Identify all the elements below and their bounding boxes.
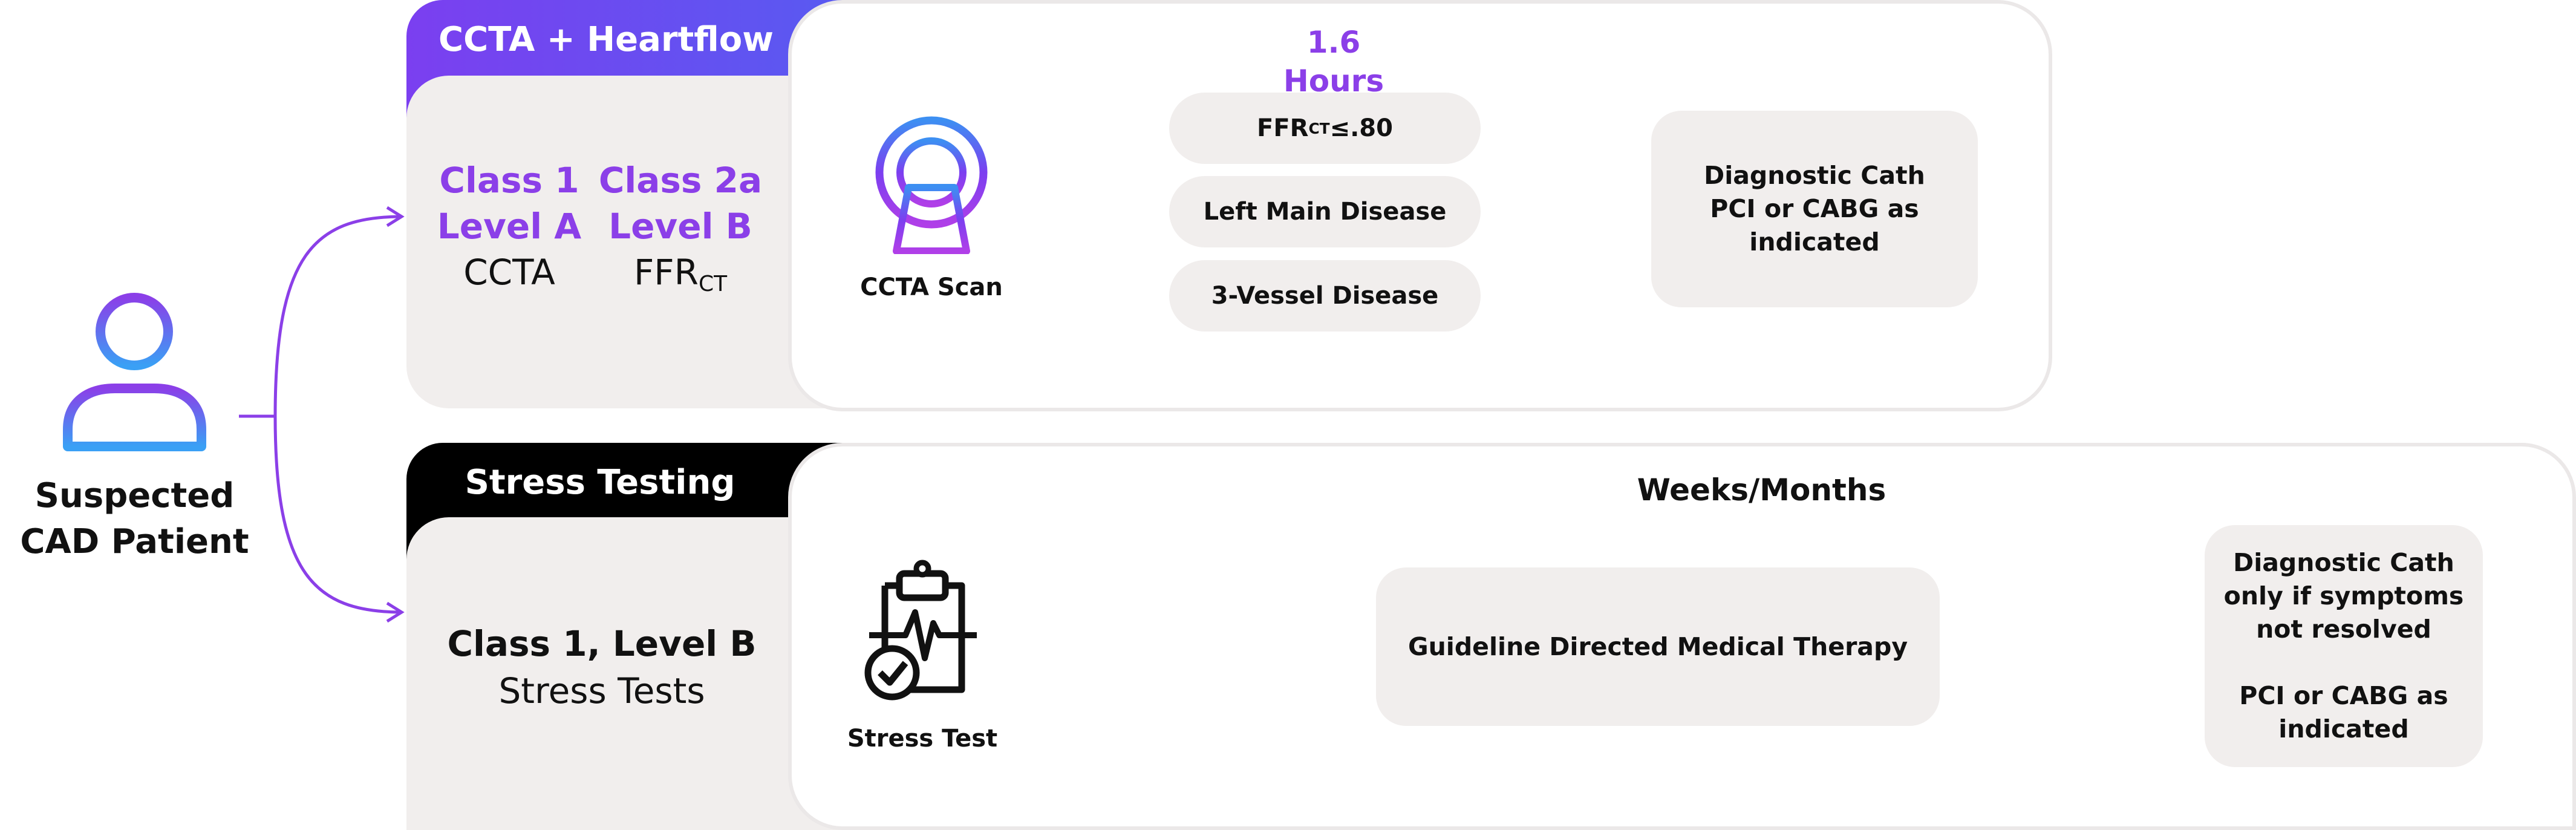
stress-test-clipboard-icon [862, 557, 983, 704]
ccta-rec-2: Class 2a Level B FFRCT [596, 157, 765, 307]
branch-upper-arrowhead [386, 206, 405, 227]
ct-scanner-icon [871, 115, 992, 257]
branch-lower-curve [273, 416, 400, 614]
stress-header-title: Stress Testing [465, 462, 735, 502]
ccta-rec-1-level: Level A [437, 206, 582, 247]
patient-label: Suspected CAD Patient [12, 473, 257, 565]
branch-lower-arrowhead [386, 601, 405, 623]
ccta-outcome-box: Diagnostic Cath PCI or CABG as indicated [1651, 111, 1978, 307]
stress-test-label: Stress Test [847, 725, 998, 753]
finding-3-vessel: 3-Vessel Disease [1169, 260, 1481, 332]
ccta-scan-label: CCTA Scan [860, 273, 1003, 301]
finding-left-main: Left Main Disease [1169, 176, 1481, 247]
stress-rec-test: Stress Tests [498, 670, 705, 711]
stress-rec-class: Class 1, Level B [447, 623, 757, 664]
ccta-rec-1-class: Class 1 [439, 160, 579, 201]
ccta-rec-2-class: Class 2a [598, 160, 763, 201]
therapy-box: Guideline Directed Medical Therapy [1376, 567, 1940, 726]
patient-icon [60, 290, 209, 456]
ccta-timeframe-label: 1.6 Hours [1283, 25, 1384, 99]
patient-label-line1: Suspected [34, 476, 235, 515]
ccta-rec-1: Class 1 Level A CCTA [431, 157, 588, 295]
stress-outcome-box: Diagnostic Cath only if symptoms not res… [2205, 525, 2483, 767]
ccta-rec-1-test: CCTA [463, 252, 555, 293]
branch-upper-curve [273, 215, 400, 417]
stress-timeframe-label: Weeks/Months [1606, 471, 1917, 509]
patient-label-line2: CAD Patient [20, 522, 249, 561]
ccta-rec-2-test: FFRCT [633, 252, 728, 296]
ccta-header-title: CCTA + Heartflow [438, 19, 774, 59]
ccta-rec-2-level: Level B [608, 206, 752, 247]
stress-recommendation: Class 1, Level B Stress Tests [423, 620, 780, 714]
